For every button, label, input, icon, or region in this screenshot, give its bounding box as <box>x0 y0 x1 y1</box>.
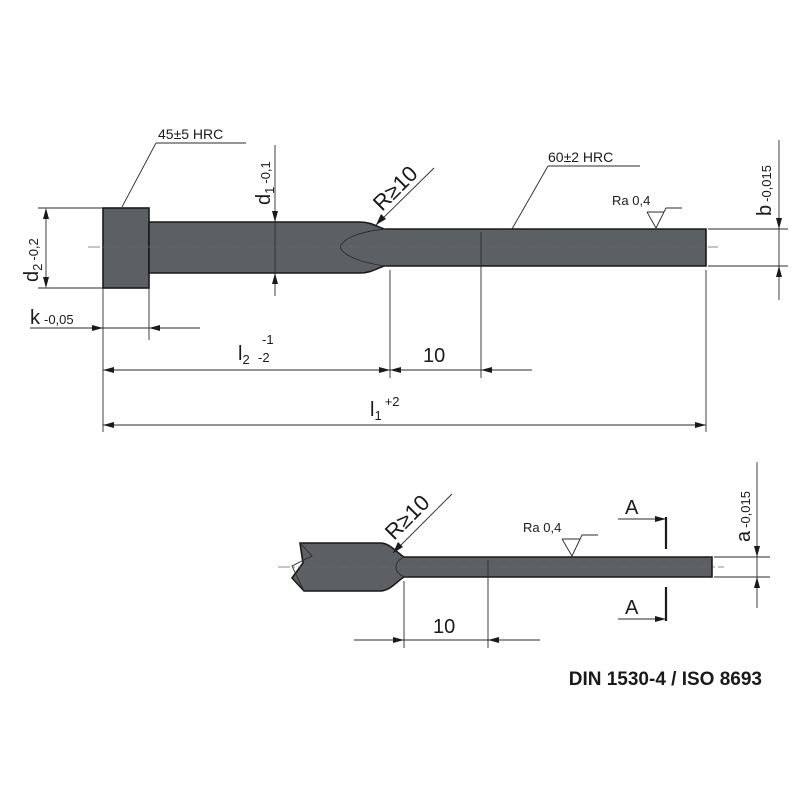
shaft-hardness-label: 60±2 HRC <box>548 149 613 165</box>
roughness-top-label: Ra 0,4 <box>612 193 650 208</box>
ten-top-label: 10 <box>423 345 445 367</box>
l2-label: l2 <box>238 343 250 367</box>
k-label: k-0,05 <box>30 307 74 329</box>
ten-bottom-arrow-right <box>488 637 499 643</box>
a-label: a-0,015 <box>733 491 755 542</box>
l1-arrow-right <box>695 422 706 428</box>
b-arrow-top <box>776 218 782 229</box>
d2-arrow-bottom <box>43 277 49 288</box>
l2-arrow-right <box>379 367 390 373</box>
l2-tol-upper: -1 <box>262 332 274 347</box>
d1-arrow-top <box>272 211 278 222</box>
radius-top-label: R≥10 <box>368 161 423 216</box>
section-a-bottom-label: A <box>625 597 639 619</box>
radius-top-arrow <box>376 214 386 225</box>
l2-tol-lower: -2 <box>258 350 270 365</box>
ten-top-arrow-right <box>481 367 492 373</box>
pin-head <box>102 207 150 289</box>
head-hardness-label: 45±5 HRC <box>158 126 223 142</box>
a-arrow-bottom <box>754 577 760 588</box>
section-a-bottom-arrow <box>655 616 666 622</box>
d1-arrow-bottom <box>272 273 278 284</box>
l1-label: l1+2 <box>370 394 400 423</box>
bottom-pin-detail <box>278 542 724 592</box>
roughness-bottom-label: Ra 0,4 <box>523 520 561 535</box>
b-arrow-bottom <box>776 266 782 277</box>
section-a-top-arrow <box>655 516 666 522</box>
a-arrow-top <box>754 546 760 557</box>
ten-bottom-label: 10 <box>433 616 455 638</box>
k-arrow-left <box>92 325 103 331</box>
section-a-top-label: A <box>625 497 639 519</box>
roughness-top-symbol <box>646 207 682 229</box>
radius-top-leader <box>375 167 435 226</box>
radius-bottom-arrow <box>393 542 403 553</box>
d1-label: d1-0,1 <box>253 161 277 205</box>
b-label: b-0,015 <box>754 165 776 216</box>
head-hrc-leader <box>121 142 157 208</box>
l1-arrow-left <box>103 422 114 428</box>
d2-label: d2-0,2 <box>21 238 45 282</box>
radius-bottom-label: R≥10 <box>380 490 435 545</box>
top-ejector-pin <box>88 207 718 289</box>
shaft-hrc-leader <box>511 165 549 230</box>
ten-bottom-arrow-left <box>393 637 404 643</box>
bottom-dimensions: R≥10 Ra 0,4 A A a-0,015 10 <box>354 462 770 648</box>
d2-arrow-top <box>43 208 49 219</box>
roughness-bottom-symbol <box>561 534 598 557</box>
radius-bottom-leader <box>392 493 453 554</box>
k-arrow-right <box>149 325 160 331</box>
standard-label: DIN 1530-4 / ISO 8693 <box>568 669 762 690</box>
pin-shaft <box>148 221 707 274</box>
detail-radius-transition <box>395 556 405 578</box>
detail-break-line <box>291 542 313 592</box>
ten-top-arrow-left <box>390 367 401 373</box>
l2-arrow-left <box>103 367 114 373</box>
